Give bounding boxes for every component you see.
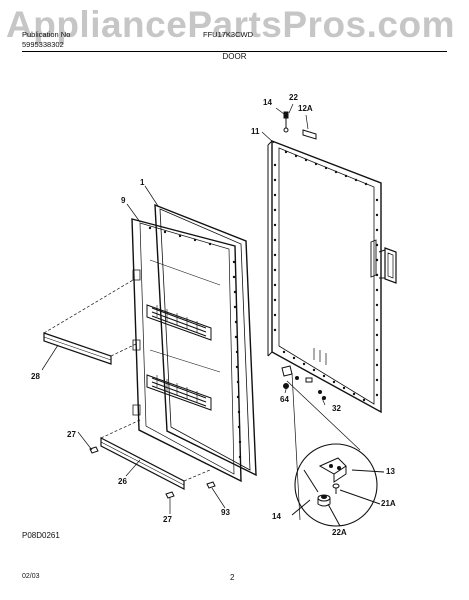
hinge-detail-view [291, 443, 385, 527]
callout-22a: 22A [332, 528, 347, 537]
door-gasket [154, 203, 257, 477]
publication-number: 5995338302 [22, 40, 64, 49]
shelf-rail-upper [43, 279, 137, 365]
shelf-rail-lower [100, 419, 211, 490]
door-handle [378, 247, 397, 284]
model-number: FFU17K3CWD [203, 30, 254, 39]
callout-27-left: 27 [67, 430, 76, 439]
callout-12a: 12A [298, 104, 313, 113]
publication-label: Publication No [22, 30, 71, 39]
callout-32: 32 [332, 404, 341, 413]
page-number: 2 [230, 573, 235, 582]
callout-14-top: 14 [263, 98, 272, 107]
callout-13: 13 [386, 467, 395, 476]
footer-date: 02/03 [22, 573, 40, 580]
top-hinge-pin [283, 111, 289, 133]
callout-93: 93 [221, 508, 230, 517]
callout-26: 26 [118, 477, 127, 486]
leader-lines [41, 103, 361, 521]
screws [89, 446, 216, 499]
callout-27-bottom: 27 [163, 515, 172, 524]
callout-64: 64 [280, 395, 289, 404]
callout-22-top: 22 [289, 93, 298, 102]
top-hinge-cover [302, 129, 317, 140]
callout-11: 11 [251, 127, 260, 136]
inner-door-liner [131, 218, 242, 483]
callout-21a: 21A [381, 499, 396, 508]
callout-9: 9 [121, 196, 126, 205]
watermark: AppliancePartsPros.com [6, 4, 455, 45]
outer-door-panel [267, 139, 382, 414]
diagram-code: P08D0261 [22, 531, 60, 540]
section-title: DOOR [222, 52, 247, 61]
callout-1: 1 [140, 178, 145, 187]
header-divider [22, 51, 447, 52]
callout-28: 28 [31, 372, 40, 381]
callout-14-bottom: 14 [272, 512, 281, 521]
